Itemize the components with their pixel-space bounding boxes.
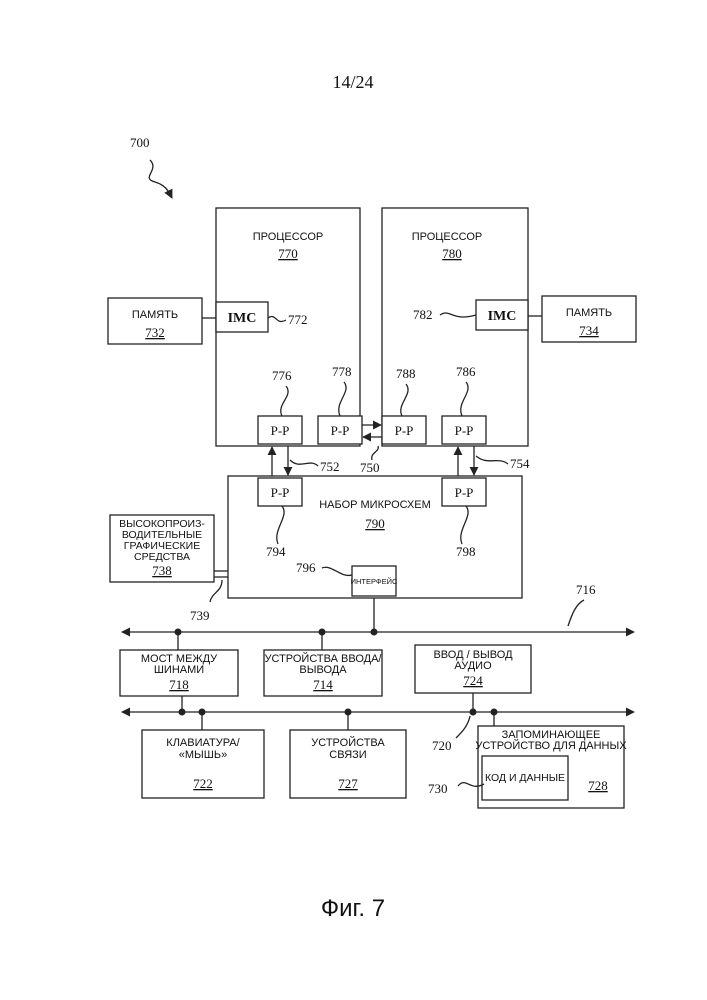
- chipset-790: НАБОР МИКРОСХЕМ 790 P-P P-P ИНТЕРФЕЙС: [228, 476, 522, 598]
- memory-732: ПАМЯТЬ 732: [108, 298, 202, 344]
- processor-title: ПРОЦЕССОР: [253, 231, 324, 243]
- chipset-ref: 790: [365, 516, 385, 531]
- page-number: 14/24: [332, 72, 373, 92]
- pp-ref: 788: [396, 366, 416, 381]
- interface-ref: 796: [296, 560, 316, 575]
- pp-label: P-P: [331, 423, 350, 438]
- figure-caption: Фиг. 7: [321, 895, 385, 922]
- graphics-ref: 738: [152, 563, 172, 578]
- storage-line2: УСТРОЙСТВО ДЛЯ ДАННЫХ: [475, 739, 627, 752]
- leader-line: [568, 600, 584, 626]
- processor-ref: 780: [442, 246, 462, 261]
- imc-ref: 772: [288, 312, 308, 327]
- keyboard-line1: КЛАВИАТУРА/: [166, 737, 240, 749]
- bus-junction: [371, 629, 378, 636]
- audio-io-724: ВВОД / ВЫВОД АУДИО 724: [415, 645, 531, 693]
- keyboard-line2: «МЫШЬ»: [179, 749, 227, 761]
- imc-ref: 782: [413, 307, 433, 322]
- comm-devices-727: УСТРОЙСТВА СВЯЗИ 727: [290, 730, 406, 798]
- chip-link-ref: 752: [320, 459, 340, 474]
- processor-ref: 770: [278, 246, 298, 261]
- bus-ref: 720: [432, 738, 452, 753]
- interface-label: ИНТЕРФЕЙС: [351, 577, 398, 586]
- audio-line2: АУДИО: [454, 660, 492, 672]
- memory-title: ПАМЯТЬ: [566, 307, 612, 319]
- storage-ref: 728: [588, 778, 608, 793]
- memory-title: ПАМЯТЬ: [132, 309, 178, 321]
- keyboard-mouse-722: КЛАВИАТУРА/ «МЫШЬ» 722: [142, 730, 264, 798]
- pp-label: P-P: [455, 423, 474, 438]
- pp-label: P-P: [455, 485, 474, 500]
- graphics-738: ВЫСОКОПРОИЗ- ВОДИТЕЛЬНЫЕ ГРАФИЧЕСКИЕ СРЕ…: [110, 515, 214, 582]
- io-line2: ВЫВОДА: [299, 664, 347, 676]
- pp-label: P-P: [271, 485, 290, 500]
- chipset-title: НАБОР МИКРОСХЕМ: [319, 499, 431, 511]
- bus-ref: 716: [576, 582, 596, 597]
- bridge-line2: ШИНАМИ: [154, 664, 204, 676]
- code-data-label: КОД И ДАННЫЕ: [485, 772, 565, 784]
- pp-label: P-P: [271, 423, 290, 438]
- io-ref: 714: [313, 677, 333, 692]
- leader-line: [290, 460, 318, 466]
- bus-bridge-718: МОСТ МЕЖДУ ШИНАМИ 718: [120, 650, 238, 696]
- pp-ref: 798: [456, 544, 476, 559]
- bus-junction: [179, 709, 186, 716]
- system-ref: 700: [130, 135, 150, 150]
- imc-label: IMC: [228, 311, 257, 326]
- processor-title: ПРОЦЕССОР: [412, 231, 483, 243]
- p2p-link-ref: 750: [360, 460, 380, 475]
- keyboard-ref: 722: [193, 776, 213, 791]
- pp-ref: 776: [272, 368, 292, 383]
- chip-link-ref: 754: [510, 456, 530, 471]
- bus-junction: [470, 709, 477, 716]
- storage-728: ЗАПОМИНАЮЩЕЕ УСТРОЙСТВО ДЛЯ ДАННЫХ КОД И…: [475, 726, 627, 808]
- leader-line: [456, 716, 470, 738]
- pp-ref: 794: [266, 544, 286, 559]
- leader-line: [476, 456, 508, 464]
- pp-label: P-P: [395, 423, 414, 438]
- comm-line2: СВЯЗИ: [329, 749, 366, 761]
- audio-ref: 724: [463, 673, 483, 688]
- pp-ref: 786: [456, 364, 476, 379]
- bridge-ref: 718: [169, 677, 189, 692]
- memory-734: ПАМЯТЬ 734: [542, 296, 636, 342]
- io-devices-714: УСТРОЙСТВА ВВОДА/ ВЫВОДА 714: [264, 650, 382, 696]
- leader-line: [210, 580, 222, 602]
- processor-770: ПРОЦЕССОР 770 IMC P-P P-P: [216, 208, 362, 446]
- leader-line: [372, 446, 379, 460]
- memory-ref: 732: [145, 325, 165, 340]
- comm-ref: 727: [338, 776, 358, 791]
- comm-line1: УСТРОЙСТВА: [311, 736, 385, 749]
- imc-label: IMC: [488, 309, 517, 324]
- processor-780: ПРОЦЕССОР 780 IMC P-P P-P: [382, 208, 528, 446]
- code-data-ref: 730: [428, 781, 448, 796]
- system-ref-arrow: [149, 160, 172, 198]
- pp-ref: 778: [332, 364, 352, 379]
- memory-ref: 734: [579, 323, 599, 338]
- graphics-line4: СРЕДСТВА: [134, 551, 190, 563]
- graphics-link-ref: 739: [190, 608, 210, 623]
